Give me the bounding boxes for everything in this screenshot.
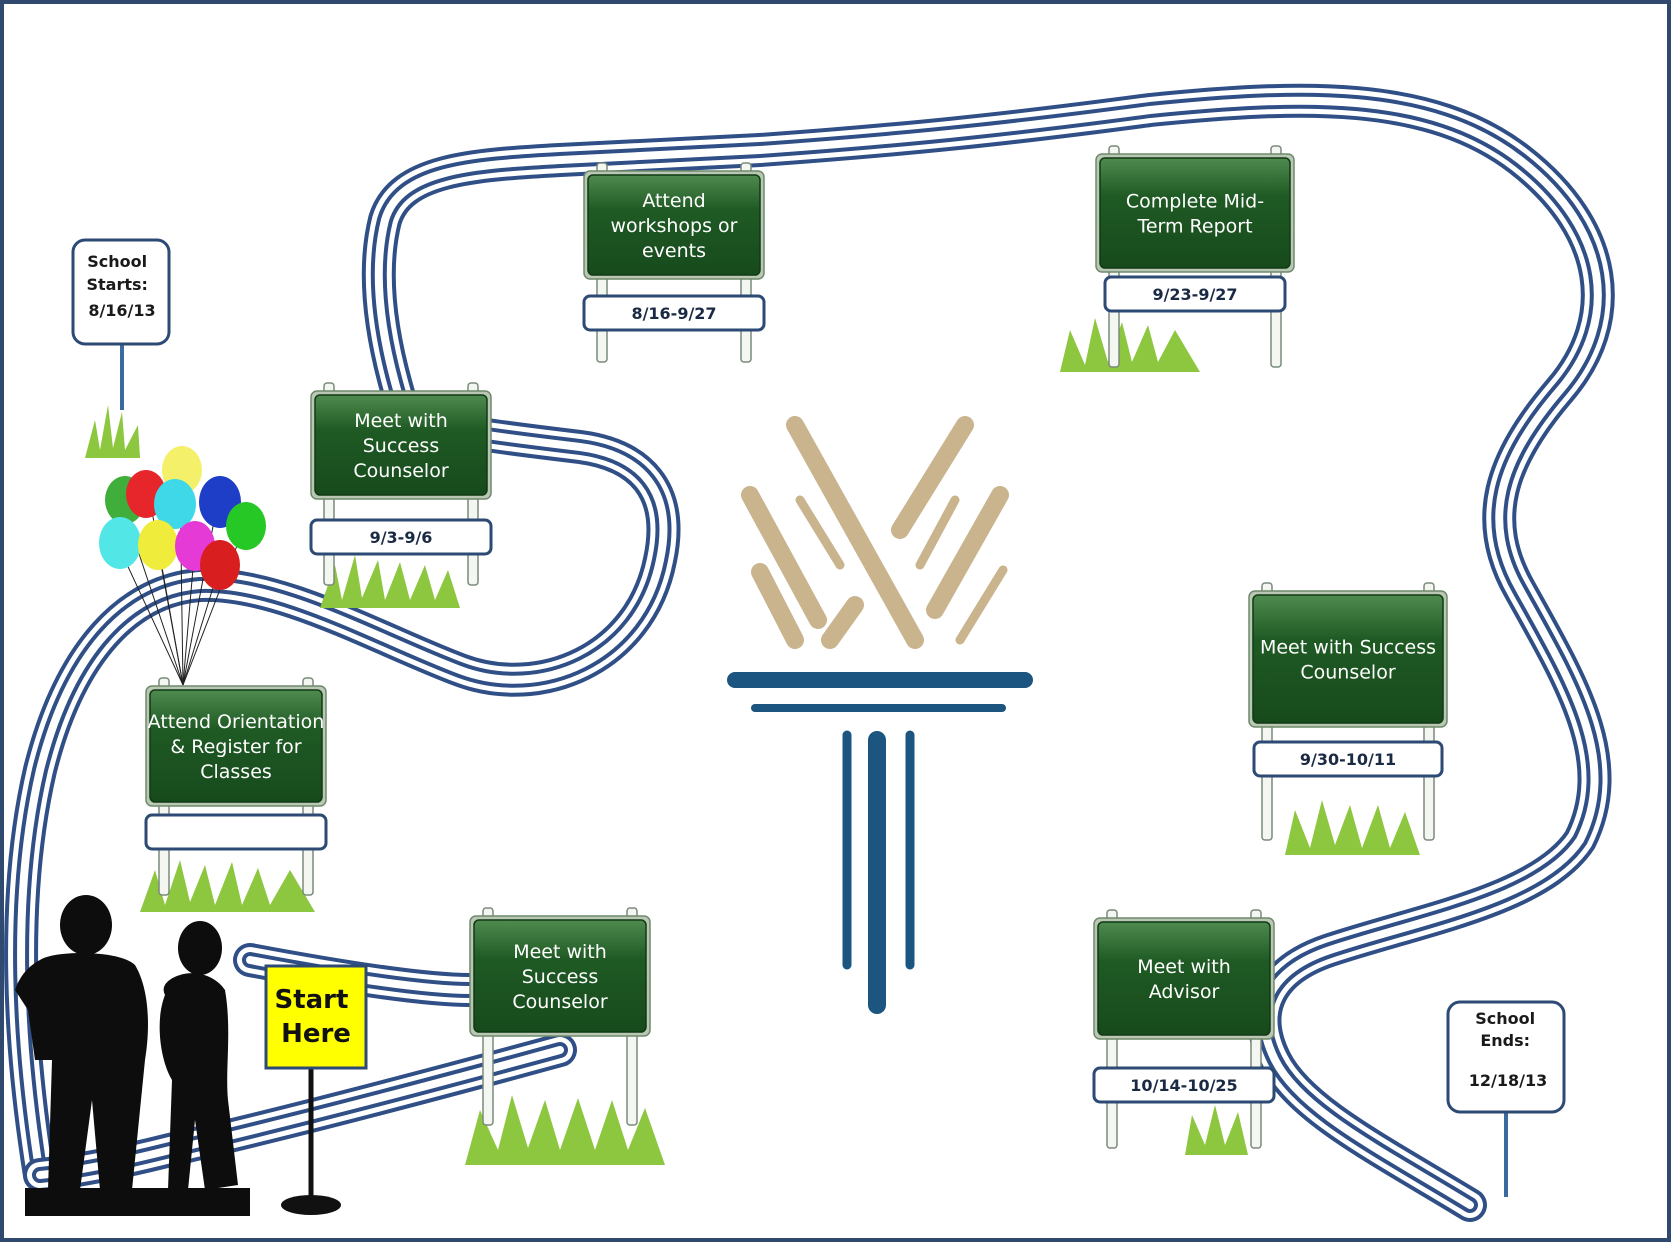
milestone-label: Attend xyxy=(642,190,705,212)
milestone-label: Counselor xyxy=(512,991,607,1013)
sign-board xyxy=(314,394,488,496)
milestone-midterm: Complete Mid- Term Report 9/23-9/27 xyxy=(1095,145,1295,368)
date-plate xyxy=(1092,1066,1276,1104)
milestone-date: 8/16-9/27 xyxy=(631,304,716,323)
milestone-label: Term Report xyxy=(1136,216,1252,238)
milestone-label: Advisor xyxy=(1149,981,1220,1003)
milestone-label: & Register for xyxy=(170,736,301,758)
milestone-label: Meet with xyxy=(513,941,607,963)
date-plate xyxy=(1103,275,1287,313)
milestone-label: Meet with xyxy=(1137,956,1231,978)
milestone-label: Meet with Success xyxy=(1260,637,1436,659)
milestone-label: Success xyxy=(363,435,439,457)
milestone-label: Classes xyxy=(200,761,272,783)
school-ends-signpost: School Ends: 12/18/13 xyxy=(1446,1000,1566,1197)
milestone-label: Counselor xyxy=(353,460,448,482)
milestone-date: 10/14-10/25 xyxy=(1130,1076,1237,1095)
sign-board xyxy=(1097,921,1271,1036)
milestone-label: Meet with xyxy=(354,410,448,432)
milestone-label: Counselor xyxy=(1300,662,1395,684)
people-silhouette xyxy=(15,895,250,1216)
milestone-label: Success xyxy=(522,966,598,988)
milestone-label: events xyxy=(642,240,706,262)
sign-board xyxy=(1252,594,1444,724)
college-logo xyxy=(727,416,1033,1014)
sign-board xyxy=(1099,157,1291,269)
school-starts-signpost: School Starts: 8/16/13 xyxy=(71,238,171,410)
milestone-date: 9/3-9/6 xyxy=(370,528,433,547)
date-plate xyxy=(309,518,493,556)
date-plate xyxy=(1252,740,1444,778)
start-here-label: Start Here xyxy=(274,985,357,1049)
balloon-bunch xyxy=(99,446,266,686)
date-plate xyxy=(144,813,328,851)
milestone-workshops: Attend workshops or events 8/16-9/27 xyxy=(582,162,766,363)
grass-decorations xyxy=(85,318,1420,1165)
sign-board xyxy=(149,689,323,803)
road-stripe xyxy=(17,96,1602,1209)
milestone-label: workshops or xyxy=(611,215,738,237)
school-ends-label: School Ends: 12/18/13 xyxy=(1469,1009,1547,1090)
milestone-label: Complete Mid- xyxy=(1126,191,1264,213)
milestone-label: Attend Orientation xyxy=(148,711,325,733)
school-starts-label: School Starts: 8/16/13 xyxy=(86,252,155,320)
sign-board xyxy=(473,919,647,1033)
sign-board xyxy=(587,174,761,276)
milestone-date: 9/30-10/11 xyxy=(1300,750,1396,769)
milestone-date: 9/23-9/27 xyxy=(1152,285,1237,304)
start-here-sign: Start Here xyxy=(264,964,368,1215)
date-plate xyxy=(582,294,766,332)
milestone-signs: Attend Orientation& Register forClassesM… xyxy=(144,145,1448,1149)
